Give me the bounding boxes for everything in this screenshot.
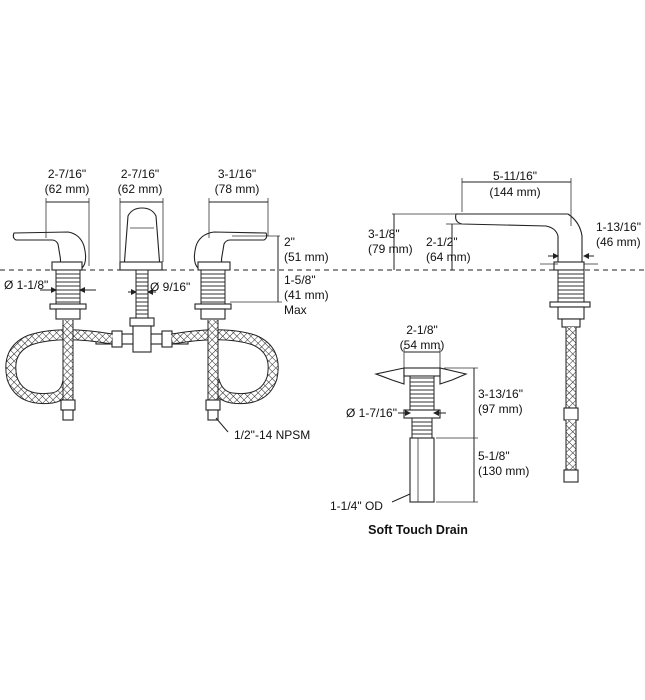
drain-body-diameter-label: Ø 1-7/16" <box>346 406 397 420</box>
handle-width-label: 2-7/16" <box>48 167 86 181</box>
right-handle-width-label: 3-1/16" <box>218 167 256 181</box>
spout-height-total-label: 3-1/8" <box>368 227 400 241</box>
spout-nut <box>557 306 585 320</box>
drain-assembly <box>374 367 468 503</box>
left-nut <box>55 308 81 320</box>
spout-front <box>119 207 163 271</box>
dim-lines-left <box>40 198 282 433</box>
left-handle <box>12 231 87 271</box>
npsm-label: 1/2"-14 NPSM <box>234 428 310 442</box>
spout-height-total-mm-label: (79 mm) <box>368 242 413 256</box>
shank-diameter-label: Ø 1-1/8" <box>4 278 48 292</box>
hoses <box>5 320 279 405</box>
spout-height-label: 2-1/2" <box>426 235 458 249</box>
dim-lines-right <box>392 178 598 270</box>
drain-lower-label: 5-1/8" <box>478 449 510 463</box>
drain-upper-label: 3-13/16" <box>478 387 523 401</box>
spout-reach-mm-label: (144 mm) <box>489 185 540 199</box>
spout-nipple <box>561 318 581 328</box>
left-supply-nut <box>60 399 76 411</box>
left-shank <box>55 269 81 305</box>
right-handle-width-mm-label: (78 mm) <box>215 182 260 196</box>
drain-flange-mm-label: (54 mm) <box>400 338 445 352</box>
deck-max-label: 1-5/8" <box>284 273 316 287</box>
right-handle <box>193 231 268 271</box>
spout-width-mm-label: (62 mm) <box>118 182 163 196</box>
right-nut <box>200 308 226 320</box>
tailpiece-od-label: 1-1/4" OD <box>330 499 383 513</box>
right-washer <box>194 303 232 310</box>
drain-lower-mm-label: (130 mm) <box>478 464 529 478</box>
spout-reach-label: 5-11/16" <box>493 169 537 183</box>
spout-hose <box>563 327 579 483</box>
drain-flange-label: 2-1/8" <box>406 323 438 337</box>
right-supply-end <box>207 409 219 421</box>
spout-side <box>455 213 585 271</box>
handle-height-label: 2" <box>284 235 295 249</box>
center-stem <box>135 269 149 323</box>
spout-height-mm-label: (64 mm) <box>426 250 471 264</box>
drain-upper-mm-label: (97 mm) <box>478 402 523 416</box>
dim-lines-drain <box>391 348 478 503</box>
left-washer <box>49 303 87 310</box>
stem-diameter-label: Ø 9/16" <box>150 280 190 294</box>
drain-title: Soft Touch Drain <box>368 523 468 537</box>
right-shank <box>200 269 226 305</box>
left-supply-end <box>62 409 74 421</box>
handle-width-mm-label: (62 mm) <box>45 182 90 196</box>
spout-shank <box>557 269 585 303</box>
spout-width-label: 2-7/16" <box>121 167 159 181</box>
deck-max-mm-label: (41 mm) <box>284 288 329 302</box>
right-supply-nut <box>205 399 221 411</box>
max-label: Max <box>284 303 307 317</box>
spout-base-mm-label: (46 mm) <box>596 235 641 249</box>
center-nut <box>129 317 155 327</box>
spout-base-label: 1-13/16" <box>596 220 641 234</box>
handle-height-mm-label: (51 mm) <box>284 250 329 264</box>
spout-washer <box>549 301 591 308</box>
